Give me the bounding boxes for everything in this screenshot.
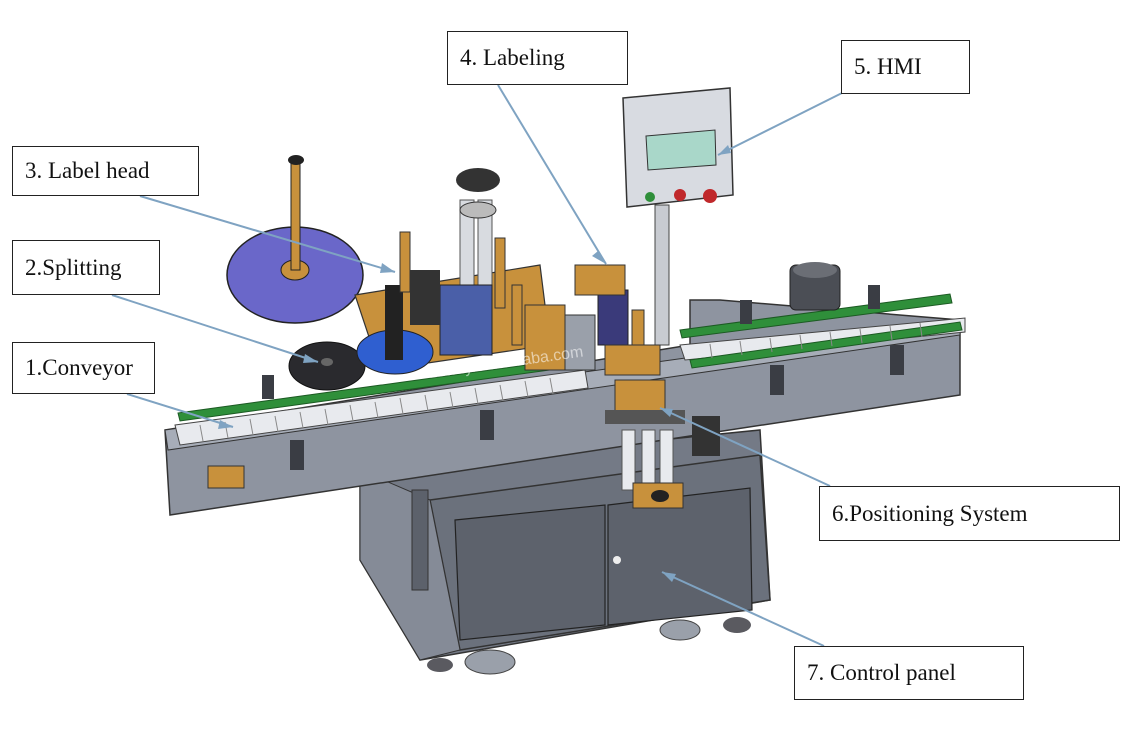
callout-hmi: 5. HMI bbox=[841, 40, 970, 94]
label-reel bbox=[226, 155, 364, 324]
backing-paper-reel bbox=[356, 285, 434, 375]
callout-positioning-system: 6.Positioning System bbox=[819, 486, 1120, 541]
machine-feet bbox=[427, 617, 751, 675]
callout-label-head: 3. Label head bbox=[12, 146, 199, 196]
leader-conveyor bbox=[126, 393, 234, 428]
callout-control-panel: 7. Control panel bbox=[794, 646, 1024, 700]
leader-labeling bbox=[497, 84, 607, 265]
leader-positioning bbox=[659, 407, 831, 487]
leader-hmi bbox=[717, 92, 843, 156]
callout-conveyor: 1.Conveyor bbox=[12, 342, 155, 394]
conveyor-motor bbox=[789, 262, 841, 311]
conveyor-belt bbox=[174, 293, 966, 446]
leader-arrowheads bbox=[218, 145, 731, 582]
leader-control-panel bbox=[661, 571, 825, 647]
rail-adjust-knobs bbox=[262, 285, 904, 470]
callout-labeling: 4. Labeling bbox=[447, 31, 628, 85]
hmi-unit bbox=[622, 87, 734, 346]
leader-lines bbox=[111, 84, 843, 647]
splitting-wheel bbox=[288, 341, 366, 391]
leader-label-head bbox=[139, 195, 396, 273]
leader-splitting bbox=[111, 294, 319, 363]
callout-splitting: 2.Splitting bbox=[12, 240, 160, 295]
positioning-system bbox=[604, 344, 720, 509]
